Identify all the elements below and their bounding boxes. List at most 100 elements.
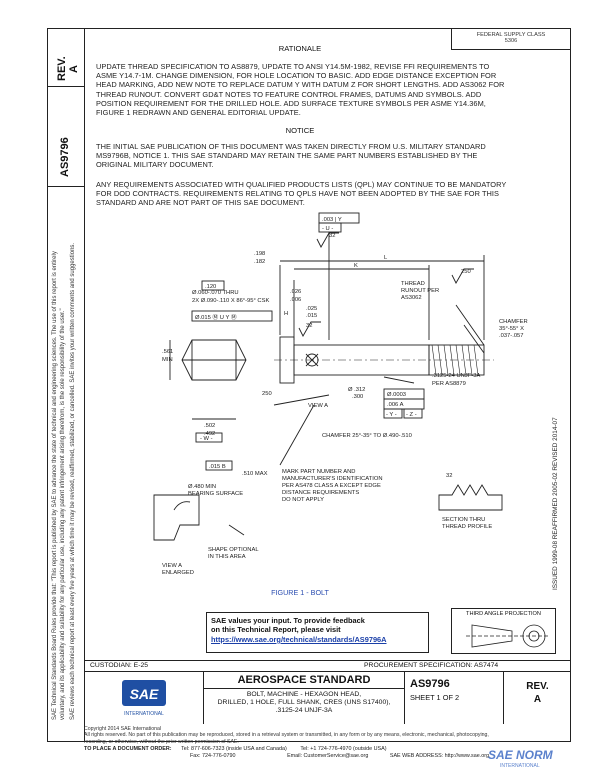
fcf-015b: .015 B	[209, 464, 226, 470]
dim-003-y: .003 | Y	[322, 217, 342, 223]
hole-note-1: Ø.060-.070 THRU	[192, 290, 239, 296]
thread-spec-1: .3125-24 UNJF-3A	[432, 373, 480, 379]
federal-supply-line2: 5306	[504, 38, 518, 44]
dia-312: Ø .312	[348, 387, 365, 393]
label-L: L	[384, 255, 388, 261]
mark-note-5: DO NOT APPLY	[282, 497, 324, 503]
desc-line: DRILLED, 1 HOLE, FULL SHANK, CRES (UNS S…	[217, 699, 391, 707]
datum-w: - W -	[200, 436, 213, 442]
tb-doc-number: AS9796	[410, 678, 450, 690]
dim-025: .025	[306, 306, 317, 312]
bearing-2: BEARING SURFACE	[188, 491, 243, 497]
tb-sheet: SHEET 1 OF 2	[410, 693, 460, 702]
projection-title: THIRD ANGLE PROJECTION	[466, 611, 541, 617]
projection-box: THIRD ANGLE PROJECTION	[451, 608, 556, 654]
bolt-drawing: .198 .182 .003 | Y - U - 32 .120 L K H T…	[153, 212, 528, 576]
order-web[interactable]: SAE WEB ADDRESS: http://www.sae.org	[389, 752, 490, 759]
rationale-body: UPDATE THREAD SPECIFICATION TO AS8879, U…	[96, 62, 536, 117]
order-email: Email: CustomerService@sae.org	[287, 752, 369, 759]
section-thru-2: THREAD PROFILE	[442, 524, 492, 530]
side-text-line1: SAE Technical Standards Board Rules prov…	[52, 251, 58, 720]
feedback-box: SAE values your input. To provide feedba…	[206, 612, 429, 653]
dim-502: .502	[204, 423, 215, 429]
desc-cell: BOLT, MACHINE - HEXAGON HEAD, DRILLED, 1…	[204, 688, 404, 716]
hole-fcf: Ø.015 Ⓜ U Y Ⓜ	[195, 313, 237, 321]
rev-label: REV.	[56, 56, 68, 81]
datum-y: - Y -	[386, 412, 397, 418]
chamfer-1: CHAMFER	[499, 319, 528, 325]
custodian: CUSTODIAN: E-25	[90, 662, 149, 669]
doc-number-block: AS9796 SHEET 1 OF 2	[404, 672, 504, 724]
mark-note-1: MARK PART NUMBER AND	[282, 469, 355, 475]
projection-symbol	[466, 624, 548, 648]
footer: Copyright 2014 SAE International All rig…	[84, 726, 571, 745]
side-text-line3: SAE reviews each technical report at lea…	[70, 242, 76, 720]
tb-rev-value: A	[533, 694, 542, 705]
feedback-link[interactable]: https://www.sae.org/technical/standards/…	[211, 634, 387, 644]
bearing-1: Ø.480 MIN	[188, 484, 216, 490]
chamfer2: CHAMFER 25°-35° TO Ø.490-.510	[322, 433, 412, 439]
thread-runout-1: THREAD	[401, 281, 425, 287]
surface-32c: 32	[446, 473, 452, 479]
chamfer-2: 35°-55° X	[499, 326, 524, 332]
dim-120: .120	[205, 284, 216, 290]
logo-cell: SAE INTERNATIONAL	[84, 672, 204, 724]
tb-rev-label: REV.	[526, 681, 549, 692]
shape-optional-1: SHAPE OPTIONAL	[208, 547, 259, 553]
figure-caption: FIGURE 1 - BOLT	[271, 588, 329, 597]
shape-optional-2: IN THIS AREA	[208, 554, 246, 560]
view-a-label: VIEW A	[308, 403, 328, 409]
view-a-enlarged-1: VIEW A	[162, 563, 182, 569]
federal-supply-box: FEDERAL SUPPLY CLASS 5306	[451, 28, 571, 50]
order-label: TO PLACE A DOCUMENT ORDER:	[84, 746, 172, 752]
dim-0003: Ø.0003	[387, 392, 406, 398]
mark-note-3: PER AS478 CLASS A EXCEPT EDGE	[282, 483, 381, 489]
rev-value: A	[68, 65, 80, 73]
tb-rev-block: REV. A	[504, 680, 571, 706]
left-column: REV. A AS9796	[47, 28, 85, 742]
notice-para2: ANY REQUIREMENTS ASSOCIATED WITH QUALIFI…	[96, 180, 536, 208]
dim-006: .006	[290, 297, 301, 303]
rationale-line: ASME Y14.7-1M. CHANGE DIMENSION, FOR HOL…	[96, 71, 497, 81]
rationale-line: HEAD MARKING, ADD NEW NOTE TO REPLACE DA…	[96, 80, 505, 90]
issue-history: ISSUED 1999-08 REAFFIRMED 2005-02 REVISE…	[552, 417, 559, 590]
notice-line: ORIGINAL MILITARY DOCUMENT.	[96, 160, 214, 170]
logo-text: SAE	[130, 686, 159, 702]
surface-32b: 32	[306, 323, 312, 329]
dim-561: .561	[162, 349, 173, 355]
hole-note-2: 2X Ø.090-.110 X 86°-95° CSK	[192, 298, 269, 304]
rationale-line: UPDATE THREAD SPECIFICATION TO AS8879, U…	[96, 62, 490, 71]
rationale-line: THREAD RUNOUT. CONVERT GD&T NOTES TO FEA…	[96, 89, 482, 99]
rationale-line: FIGURE 1 REDRAWN AND GENERAL EDITORIAL U…	[96, 108, 301, 118]
desc-line: BOLT, MACHINE - HEXAGON HEAD,	[246, 691, 362, 698]
datum-z: - Z -	[406, 412, 417, 418]
datum-u: - U -	[322, 226, 333, 232]
order-info: TO PLACE A DOCUMENT ORDER: Tel: 877-606-…	[84, 746, 571, 759]
notice-para1: THE INITIAL SAE PUBLICATION OF THIS DOCU…	[96, 142, 536, 170]
rights-line1: All rights reserved. No part of this pub…	[84, 732, 489, 739]
chamfer-3: .037-.057	[499, 333, 524, 339]
surface-250: 250	[461, 269, 471, 275]
notice-line: FOR DOD CONTRACTS. REQUIREMENTS RELATING…	[96, 189, 499, 199]
view-a-enlarged-2: ENLARGED	[162, 570, 194, 576]
dim-182: .182	[254, 259, 265, 265]
thread-runout-3: AS3062	[401, 295, 422, 301]
surface-32a: 32	[329, 233, 335, 239]
federal-supply-line1: FEDERAL SUPPLY CLASS	[476, 32, 546, 38]
desc-line: .3125-24 UNJF-3A	[275, 707, 333, 715]
notice-line: MS9796B, NOTICE 1. THIS SAE STANDARD MAY…	[96, 151, 478, 161]
watermark: SAE NORM	[488, 748, 553, 762]
rationale-line: POSITION REQUIREMENT FOR THE DRILLED HOL…	[96, 98, 486, 108]
feedback-line1: SAE values your input. To provide feedba…	[211, 616, 365, 625]
dim-198: .198	[254, 251, 265, 257]
side-text-line2: voluntary, and its applicability and sui…	[60, 308, 66, 720]
watermark-sub: INTERNATIONAL	[500, 763, 540, 769]
procurement: PROCUREMENT SPECIFICATION: AS7474	[364, 662, 499, 669]
dim-561-min: MIN	[162, 357, 173, 363]
dim-492: .492	[204, 431, 215, 437]
label-K: K	[354, 263, 358, 269]
rights-line2: recording, or otherwise, without the pri…	[84, 738, 239, 745]
dia-300: .300	[352, 394, 363, 400]
thread-runout-2: RUNOUT PER	[401, 288, 439, 294]
order-tel: Tel: 877-606-7323 (inside USA and Canada…	[181, 746, 287, 752]
